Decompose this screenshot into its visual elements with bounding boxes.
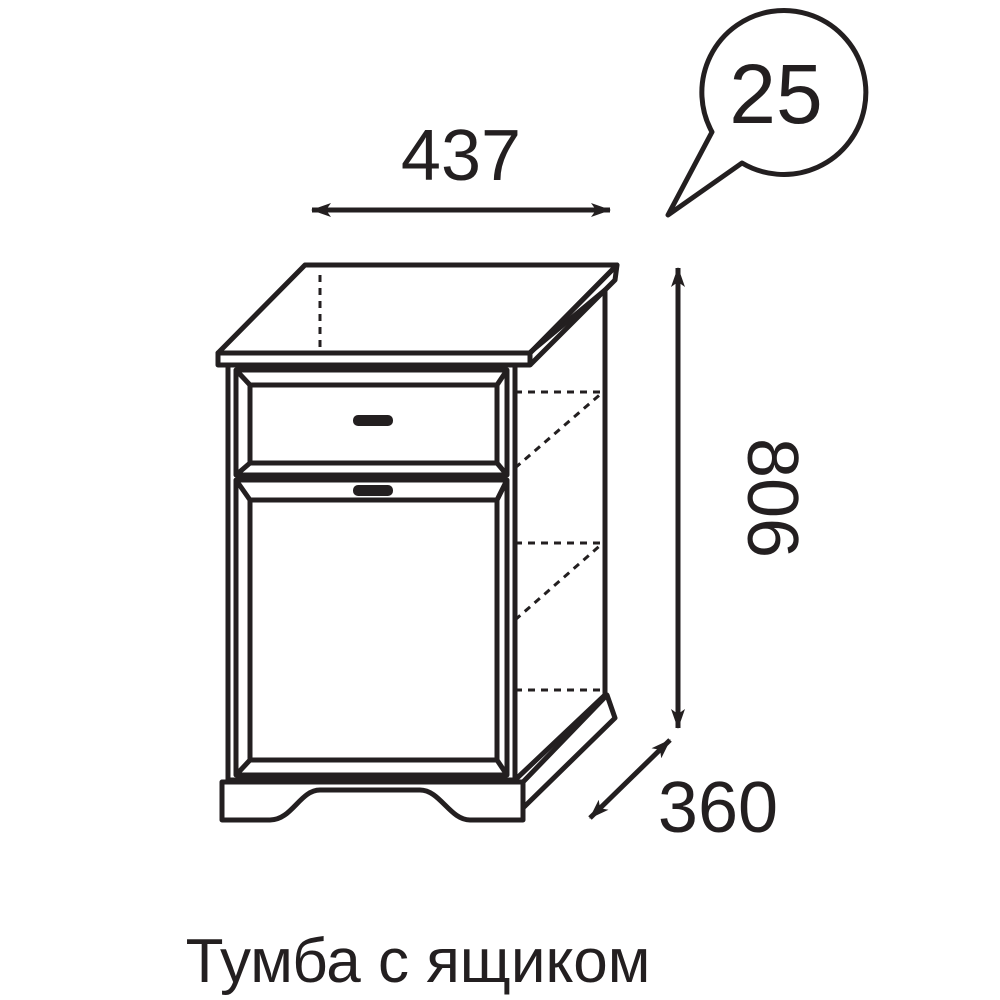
item-number-callout: 25 — [665, 8, 869, 218]
drawer-handle — [353, 415, 393, 426]
depth-arrow — [588, 738, 672, 820]
door-handle — [353, 485, 393, 496]
side-panel — [513, 287, 608, 782]
item-number: 25 — [729, 47, 822, 141]
width-label: 437 — [401, 116, 521, 196]
product-title: Тумба с ящиком — [186, 927, 651, 996]
depth-label: 360 — [658, 768, 778, 848]
tabletop — [215, 262, 620, 368]
height-dimension: 806 — [671, 267, 812, 729]
width-dimension: 437 — [311, 116, 611, 217]
drawer-front — [233, 367, 510, 478]
plinth — [219, 692, 618, 823]
depth-dimension: 360 — [588, 738, 778, 848]
height-label: 806 — [732, 438, 812, 558]
door-front — [233, 477, 510, 778]
